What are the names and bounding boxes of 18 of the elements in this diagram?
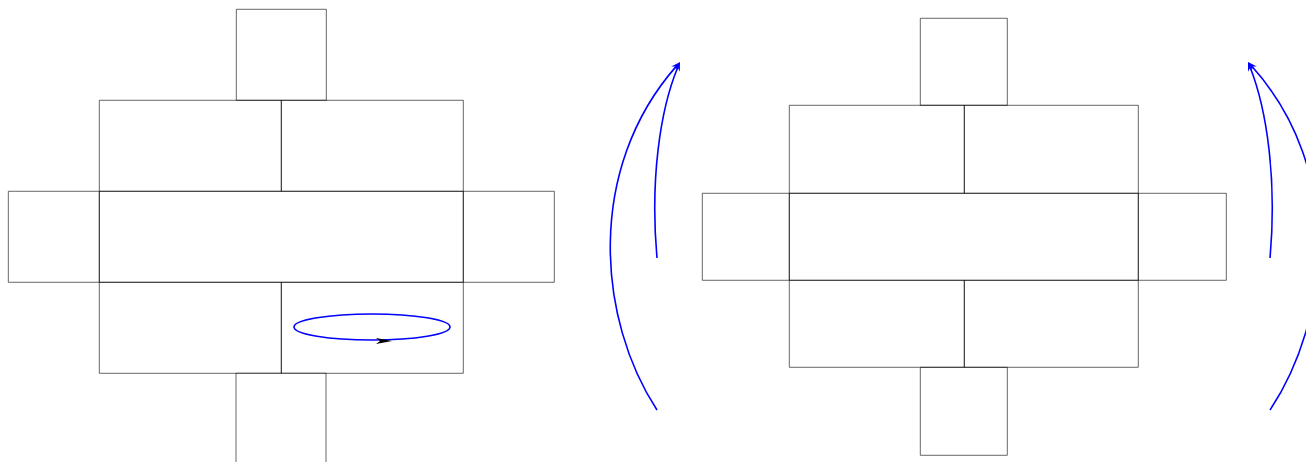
face-box (920, 18, 1008, 106)
face-box (920, 367, 1008, 456)
face-box (281, 282, 464, 374)
face-box (235, 372, 327, 462)
face-box (8, 191, 100, 283)
face-box (99, 191, 464, 283)
face-box (789, 193, 1139, 281)
face-box (1138, 193, 1227, 281)
face-box (789, 280, 965, 368)
face-box (964, 280, 1139, 368)
face-box (99, 282, 282, 374)
face-box (281, 100, 464, 192)
face-box (789, 105, 965, 194)
face-box (702, 193, 790, 281)
face-box (463, 191, 555, 283)
face-box (236, 9, 327, 101)
face-box (99, 100, 282, 192)
face-box (964, 105, 1139, 194)
